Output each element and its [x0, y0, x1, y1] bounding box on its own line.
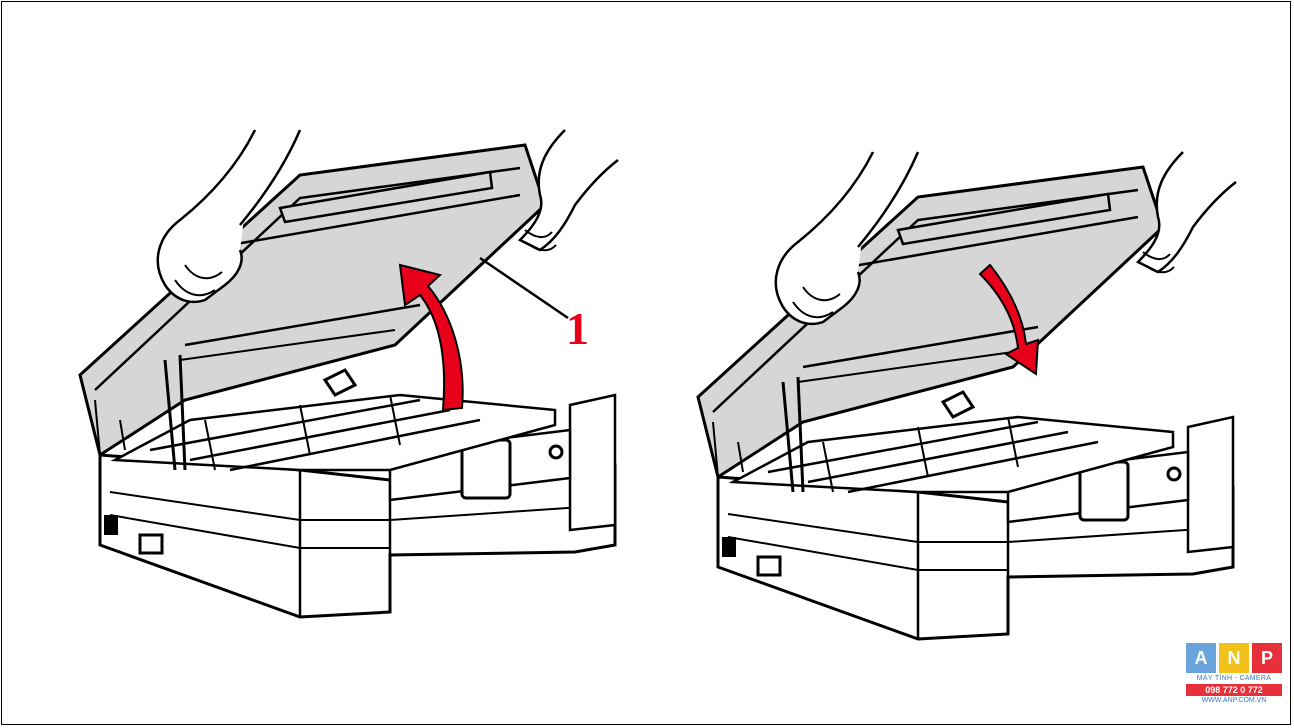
- watermark-letter-n: N: [1219, 643, 1249, 673]
- callout-leader-line: [479, 256, 569, 320]
- watermark-url: WWW.ANP.COM.VN: [1201, 697, 1267, 704]
- arrow-down-icon: [978, 263, 1040, 376]
- printer-close-panel: [696, 150, 1238, 641]
- printer-open-panel: [78, 128, 620, 619]
- watermark-letter-p: P: [1252, 643, 1282, 673]
- arrow-up-icon: [398, 263, 464, 412]
- watermark-logo: A N P: [1186, 643, 1282, 673]
- watermark-tagline: MÁY TÍNH - CAMERA: [1196, 675, 1272, 682]
- watermark-phone: 098 772 0 772: [1186, 684, 1282, 696]
- anp-watermark: A N P MÁY TÍNH - CAMERA 098 772 0 772 WW…: [1186, 643, 1282, 704]
- callout-number: 1: [566, 303, 589, 354]
- watermark-letter-a: A: [1186, 643, 1216, 673]
